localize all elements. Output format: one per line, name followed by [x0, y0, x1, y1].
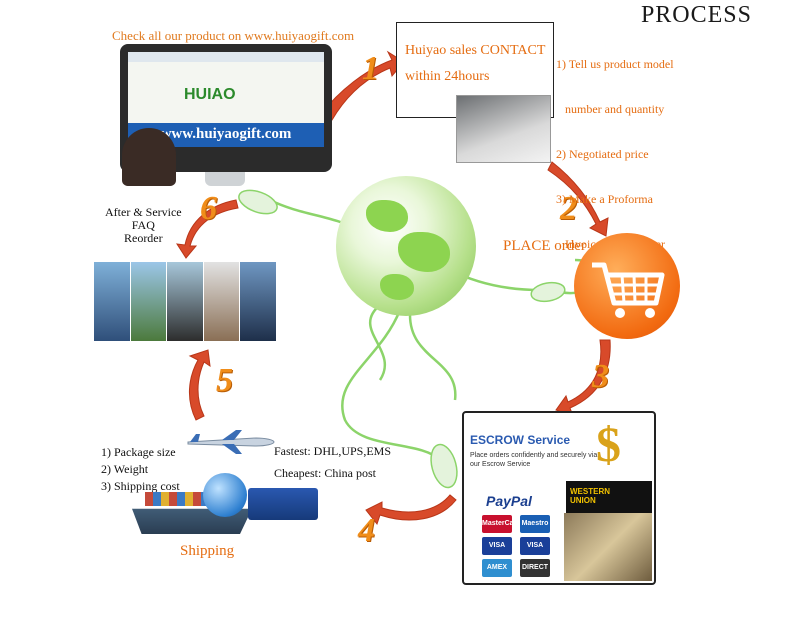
- delivery-photo: [203, 262, 241, 341]
- woman-at-computer-photo: [122, 128, 176, 186]
- shipping-info-item: 2) Weight: [101, 462, 149, 476]
- computer-mice: [238, 189, 566, 489]
- dollar-sign-icon: $: [596, 416, 621, 472]
- truck-icon: [248, 488, 318, 520]
- cart-glyph: [592, 262, 665, 318]
- after-service-line: Reorder: [123, 231, 163, 245]
- site-logo: HUIAO: [184, 86, 236, 103]
- bank-vault-illustration: [564, 513, 652, 581]
- contact-text: Huiyao sales CONTACT within 24hours: [405, 43, 546, 84]
- contact-detail: 3) Make a Proforma: [556, 192, 653, 206]
- step-number-4: 4: [358, 512, 375, 549]
- blue-globe-icon: [203, 473, 247, 517]
- shipping-info-item: 3) Shipping cost: [101, 479, 180, 493]
- office-meeting-photo: [456, 95, 551, 163]
- cheapest-shipping-text: Cheapest: China post: [274, 466, 376, 480]
- western-union-text: WESTERN UNION: [570, 487, 610, 505]
- site-url: www.huiyaogift.com: [160, 126, 292, 142]
- step-number-5: 5: [216, 362, 233, 399]
- shipping-info-list: 1) Package size 2) Weight 3) Shipping co…: [101, 444, 180, 495]
- after-service-line: FAQ: [131, 218, 155, 232]
- delivery-photos-strip: [94, 262, 277, 341]
- visa-electron-logo: VISA: [520, 537, 550, 555]
- globe-land: [398, 232, 450, 272]
- globe-illustration: [336, 176, 476, 316]
- contact-detail: 2) Negotiated price: [556, 147, 649, 161]
- place-order-label: PLACE order: [503, 238, 586, 254]
- visa-logo: VISA: [482, 537, 512, 555]
- process-arrows: [176, 50, 611, 526]
- contact-detail: 1) Tell us product model: [556, 57, 674, 71]
- direct-debit-logo: DIRECT Debit: [520, 559, 550, 583]
- page-title: PROCESS: [640, 2, 752, 28]
- site-header-bar: [128, 52, 324, 62]
- after-service-line: After & Service: [105, 205, 182, 219]
- delivery-photo: [130, 262, 168, 341]
- escrow-logo: ESCROW Service: [470, 433, 571, 447]
- shipping-label: Shipping: [180, 543, 235, 559]
- contact-detail: number and quantity: [556, 102, 665, 116]
- delivery-photo: [167, 262, 204, 341]
- step-number-1: 1: [362, 50, 379, 87]
- globe-land: [380, 274, 414, 300]
- delivery-photo: [94, 262, 131, 341]
- after-service-text: After & Service FAQ Reorder: [105, 206, 182, 245]
- globe-land: [366, 200, 408, 232]
- contact-details-list: 1) Tell us product model number and quan…: [556, 27, 674, 267]
- shopping-cart-icon: [574, 233, 680, 339]
- step-number-3: 3: [592, 358, 609, 395]
- check-products-text: Check all our product on www.huiyaogift.…: [112, 28, 355, 43]
- amex-logo: AMEX: [482, 559, 512, 577]
- escrow-description: Place orders confidently and securely vi…: [470, 452, 598, 468]
- payment-methods-panel: ESCROW Service Place orders confidently …: [462, 411, 656, 585]
- shipping-info-item: 1) Package size: [101, 445, 176, 459]
- paypal-logo: PayPal: [486, 493, 532, 509]
- airplane-icon: [187, 430, 275, 454]
- fastest-shipping-text: Fastest: DHL,UPS,EMS: [274, 444, 392, 458]
- delivery-photo: [240, 262, 277, 341]
- step-number-6: 6: [200, 190, 217, 227]
- mastercard-logo: MasterCard: [482, 515, 521, 533]
- western-union-logo: WESTERN UNION: [566, 481, 652, 513]
- maestro-logo: Maestro: [520, 515, 550, 533]
- monitor-stand: [205, 172, 245, 186]
- step-number-2: 2: [560, 190, 577, 227]
